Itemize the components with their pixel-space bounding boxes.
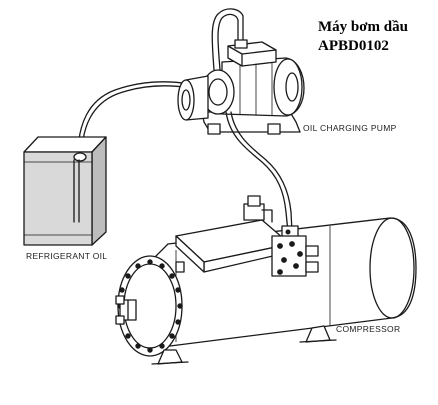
suction-hose: [77, 81, 191, 156]
product-model: APBD0102: [318, 38, 389, 54]
refrigerant-oil-container: [23, 136, 107, 246]
product-title: Máy bơm dầu: [318, 19, 408, 35]
label-oil-charging-pump: OIL CHARGING PUMP: [303, 123, 397, 133]
fittings-cluster: [271, 235, 319, 277]
label-refrigerant-oil: REFRIGERANT OIL: [26, 251, 108, 261]
label-compressor: COMPRESSOR: [336, 324, 401, 334]
flange-bolts: [117, 259, 183, 353]
compressor: [115, 195, 417, 365]
compressor-terminal-box: [175, 219, 291, 273]
container-cap: [73, 152, 87, 162]
oil-charging-pump: [177, 8, 305, 135]
end-service-valve: [115, 295, 137, 325]
pump-top-hose: [211, 8, 244, 71]
discharge-hose: [225, 111, 289, 233]
suction-hose-inner: [81, 85, 191, 156]
